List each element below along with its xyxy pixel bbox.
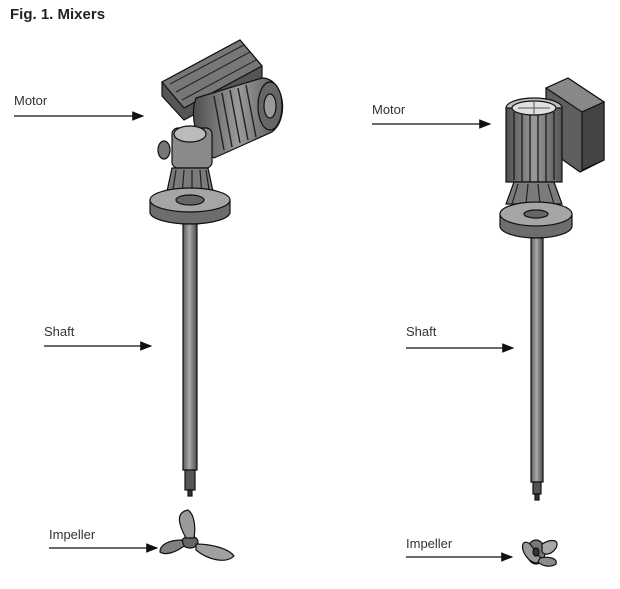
mixer-1-icon <box>149 39 284 497</box>
label-impeller-2: Impeller <box>406 536 453 551</box>
impeller-icon <box>521 539 558 567</box>
label-shaft-2: Shaft <box>406 324 437 339</box>
mixer-2-icon <box>499 77 606 501</box>
figure-title: Fig. 1. Mixers <box>10 6 106 23</box>
label-shaft-1: Shaft <box>44 324 75 339</box>
label-motor-2: Motor <box>372 102 406 117</box>
label-impeller-1: Impeller <box>49 527 96 542</box>
impeller-icon <box>159 509 235 561</box>
label-motor-1: Motor <box>14 93 48 108</box>
